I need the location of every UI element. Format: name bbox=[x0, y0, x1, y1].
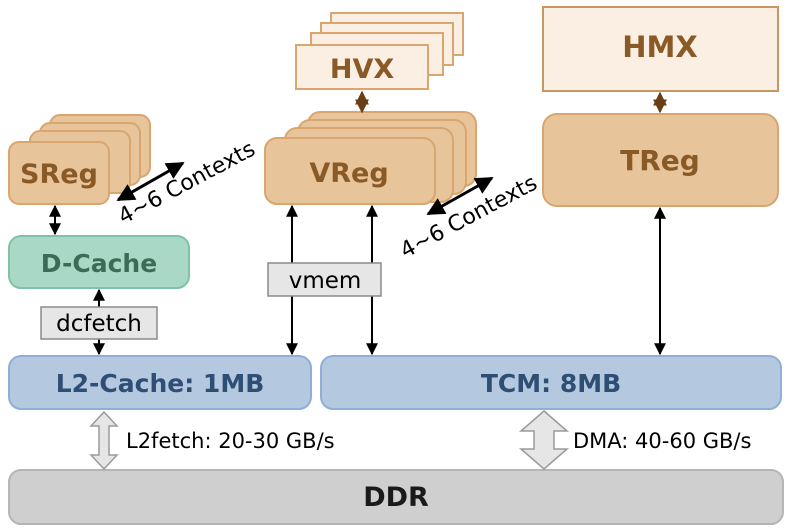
vmem-label: vmem bbox=[289, 268, 362, 294]
vreg-stack: VReg bbox=[264, 111, 477, 205]
l2cache-block: L2-Cache: 1MB bbox=[8, 355, 312, 410]
tcm-block: TCM: 8MB bbox=[320, 355, 782, 410]
treg-block: TReg bbox=[542, 113, 779, 207]
ddr-block: DDR bbox=[8, 469, 784, 525]
l2cache-label: L2-Cache: 1MB bbox=[56, 369, 265, 398]
vmem-tag: vmem bbox=[267, 262, 382, 297]
treg-label: TReg bbox=[620, 144, 700, 177]
dma-label: DMA: 40-60 GB/s bbox=[573, 429, 751, 453]
scalar-contexts-arrow bbox=[116, 161, 185, 202]
dcache-label: D-Cache bbox=[41, 249, 157, 278]
tcm-label: TCM: 8MB bbox=[481, 369, 621, 398]
vreg-label: VReg bbox=[309, 158, 388, 189]
hvx-stack: HVX bbox=[295, 12, 464, 90]
hmx-label: HMX bbox=[622, 30, 698, 64]
sreg-stack: SReg bbox=[8, 114, 151, 205]
sreg-label: SReg bbox=[20, 159, 98, 190]
vector-contexts-arrow bbox=[426, 176, 494, 216]
l2fetch-label: L2fetch: 20-30 GB/s bbox=[126, 429, 335, 453]
l2fetch-block-arrow bbox=[89, 410, 119, 471]
dcache-block: D-Cache bbox=[8, 235, 190, 289]
dcfetch-label: dcfetch bbox=[56, 311, 142, 337]
hmx-unit: HMX bbox=[542, 6, 779, 92]
hvx-label: HVX bbox=[330, 54, 394, 85]
dcfetch-tag: dcfetch bbox=[40, 306, 158, 340]
ddr-label: DDR bbox=[363, 482, 429, 513]
dma-block-arrow bbox=[518, 410, 570, 470]
